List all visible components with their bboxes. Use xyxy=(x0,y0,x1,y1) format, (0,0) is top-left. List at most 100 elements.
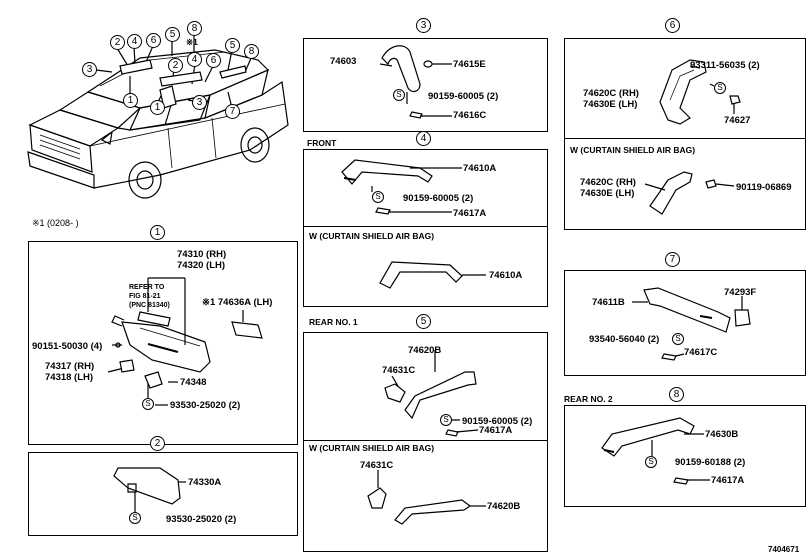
p5-part-74631C: 74631C xyxy=(382,365,416,376)
p4-lineart xyxy=(341,159,486,289)
note-applicability: ※1 (0208- ) xyxy=(32,218,79,228)
panel-2 xyxy=(28,452,298,536)
p7-part-74293F: 74293F xyxy=(724,287,757,298)
p1-part-93530: 93530-25020 (2) xyxy=(170,400,241,411)
p5-lineart xyxy=(367,350,486,525)
p1-part-74348: 74348 xyxy=(180,377,207,388)
p6-sub-part-90119: 90119-06869 xyxy=(736,182,792,193)
section-num-7: 7 xyxy=(665,252,680,267)
p2-part-74330A: 74330A xyxy=(188,477,222,488)
callout-4b: 4 xyxy=(187,52,202,67)
p1-refer-line3: (PNC 81340) xyxy=(129,302,170,309)
callout-6: 6 xyxy=(146,33,161,48)
callout-5: 5 xyxy=(165,27,180,42)
p6-part-93311: 93311-56035 (2) xyxy=(690,60,760,71)
callout-4: 4 xyxy=(127,34,142,49)
vehicle-illustration xyxy=(27,34,289,199)
p8-part-74617A: 74617A xyxy=(711,475,745,486)
panel-5-divider xyxy=(303,440,548,441)
p6-sub-header: W (CURTAIN SHIELD AIR BAG) xyxy=(570,145,696,155)
section-num-4: 4 xyxy=(416,131,431,146)
p4-part-74617A: 74617A xyxy=(453,208,487,219)
screw-icon: S xyxy=(645,456,657,468)
screw-icon: S xyxy=(440,414,452,426)
callout-2: 2 xyxy=(110,35,125,50)
p4-sub-part-74610A: 74610A xyxy=(489,270,523,281)
section-num-1: 1 xyxy=(150,225,165,240)
p3-part-74603: 74603 xyxy=(330,56,357,67)
p1-part-74310: 74310 (RH) xyxy=(177,249,227,260)
p1-part-74317: 74317 (RH) xyxy=(45,361,95,372)
p3-part-74616C: 74616C xyxy=(453,110,487,121)
p7-part-93540: 93540-56040 (2) xyxy=(589,334,660,345)
section-num-3: 3 xyxy=(416,18,431,33)
p1-part-74320: 74320 (LH) xyxy=(177,260,226,271)
section-num-5: 5 xyxy=(416,314,431,329)
p1-part-90151: 90151-50030 (4) xyxy=(32,341,103,352)
p5-header: REAR NO. 1 xyxy=(309,317,358,327)
screw-icon: S xyxy=(142,398,154,410)
p4-header: FRONT xyxy=(307,138,337,148)
screw-icon: S xyxy=(393,89,405,101)
screw-icon: S xyxy=(672,333,684,345)
panel-8 xyxy=(564,405,806,507)
p5-sub-part-74620B: 74620B xyxy=(487,501,521,512)
p1-lineart xyxy=(107,277,263,406)
callout-8: 8 xyxy=(187,21,202,36)
callout-6b: 6 xyxy=(206,53,221,68)
callout-1b: 1 xyxy=(150,100,165,115)
panel-6-divider xyxy=(564,138,806,139)
callout-note-mark: ※1 xyxy=(186,37,198,47)
p4-part-74610A: 74610A xyxy=(463,163,497,174)
callout-3b: 3 xyxy=(192,95,207,110)
p3-part-74615E: 74615E xyxy=(453,59,486,70)
panel-7 xyxy=(564,270,806,376)
p6-sub-part-74630E: 74630E (LH) xyxy=(580,188,635,199)
p5-part-90159: 90159-60005 (2) xyxy=(462,416,533,427)
screw-icon: S xyxy=(129,512,141,524)
p7-part-74617C: 74617C xyxy=(684,347,718,358)
p8-part-90159: 90159-60188 (2) xyxy=(675,457,746,468)
p5-sub-part-74631C: 74631C xyxy=(360,460,394,471)
screw-icon: S xyxy=(372,191,384,203)
panel-3 xyxy=(303,38,548,132)
p4-part-90159: 90159-60005 (2) xyxy=(403,193,474,204)
p1-part-74318: 74318 (LH) xyxy=(45,372,94,383)
panel-4 xyxy=(303,149,548,307)
callout-8b: 8 xyxy=(244,44,259,59)
p5-part-74617A: 74617A xyxy=(479,425,513,436)
section-num-2: 2 xyxy=(150,436,165,451)
p6-lineart xyxy=(644,59,741,215)
p1-refer-line2: FIG 81-21 xyxy=(129,293,161,300)
p8-lineart xyxy=(601,417,710,485)
p7-part-74611B: 74611B xyxy=(592,297,625,308)
p3-part-90159: 90159-60005 (2) xyxy=(428,91,499,102)
p6-part-74630E: 74630E (LH) xyxy=(583,99,638,110)
p3-lineart xyxy=(379,45,452,119)
p2-part-93530: 93530-25020 (2) xyxy=(166,514,237,525)
p4-sub-header: W (CURTAIN SHIELD AIR BAG) xyxy=(309,231,435,241)
callout-1: 1 xyxy=(123,93,138,108)
p6-sub-part-74620C: 74620C (RH) xyxy=(580,177,636,188)
panel-4-divider xyxy=(303,226,548,227)
panel-5 xyxy=(303,332,548,552)
screw-icon: S xyxy=(714,82,726,94)
p1-refer-line1: REFER TO xyxy=(129,284,165,291)
p5-sub-header: W (CURTAIN SHIELD AIR BAG) xyxy=(309,443,435,453)
callout-3: 3 xyxy=(82,62,97,77)
callout-5b: 5 xyxy=(225,38,240,53)
p1-part-74636A: ※1 74636A (LH) xyxy=(202,297,273,308)
p6-part-74620C: 74620C (RH) xyxy=(583,88,639,99)
section-num-6: 6 xyxy=(665,18,680,33)
callout-2b: 2 xyxy=(168,58,183,73)
p8-header: REAR NO. 2 xyxy=(564,394,613,404)
panel-6 xyxy=(564,38,806,230)
callout-7: 7 xyxy=(225,104,240,119)
p6-part-74627: 74627 xyxy=(724,115,751,126)
figure-code: 7404671 xyxy=(768,545,800,554)
section-num-8: 8 xyxy=(669,387,684,402)
p8-part-74630B: 74630B xyxy=(705,429,739,440)
p5-part-74620B: 74620B xyxy=(408,345,442,356)
p2-lineart xyxy=(113,467,186,512)
